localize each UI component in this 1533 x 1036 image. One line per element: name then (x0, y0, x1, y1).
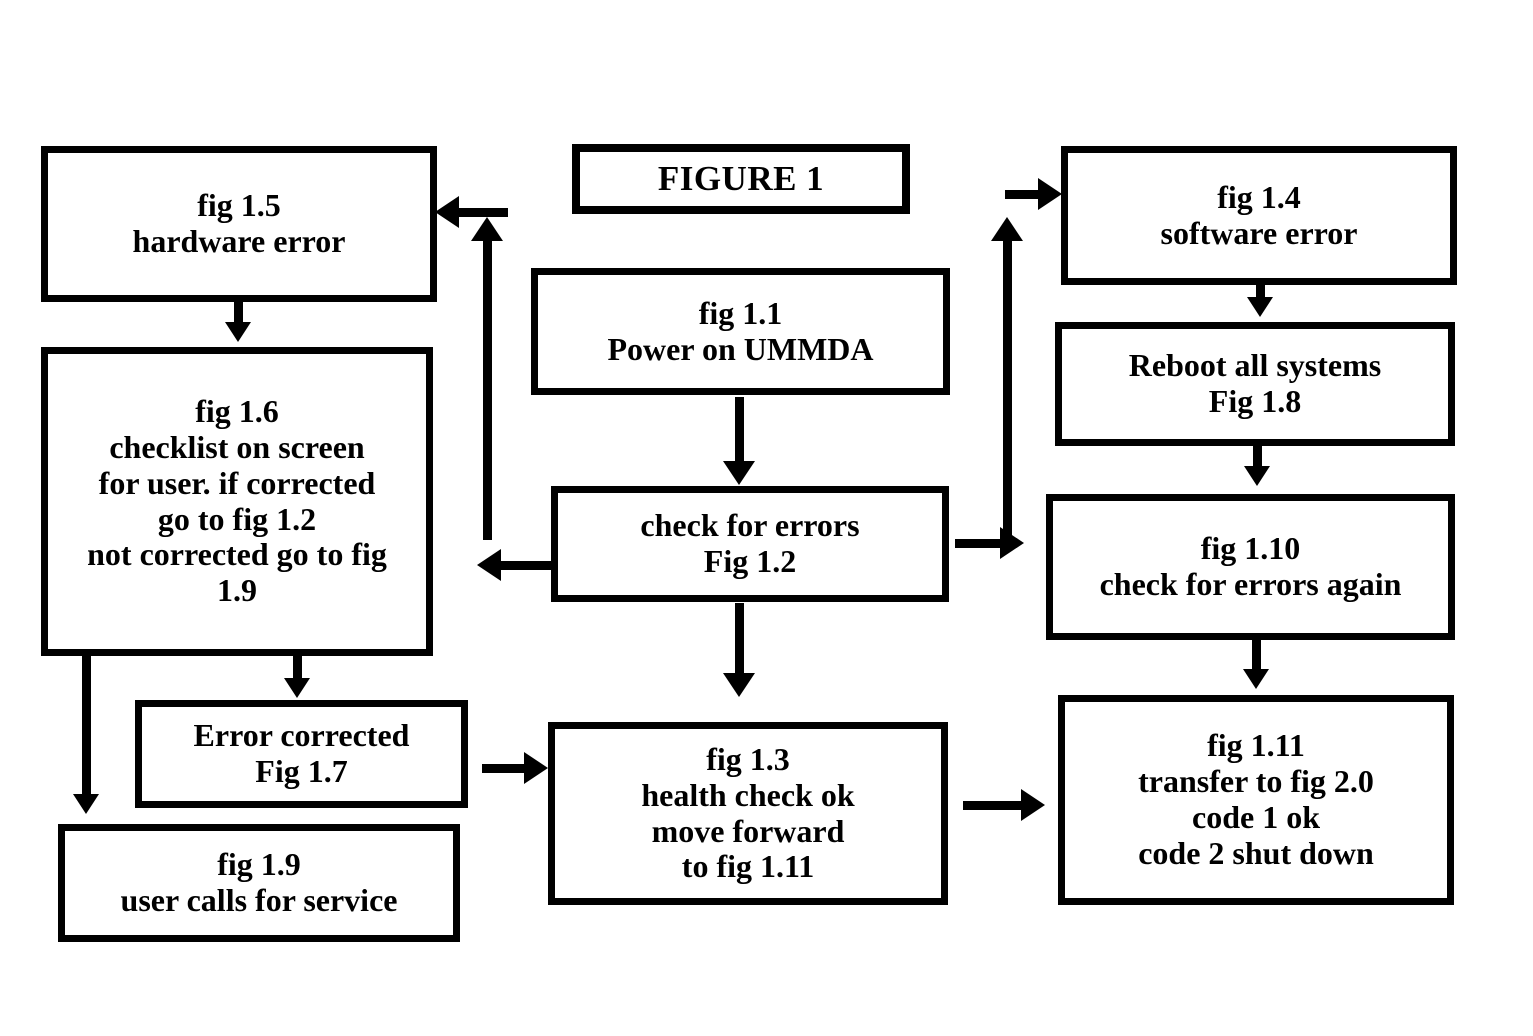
arrow-down-icon (1247, 297, 1273, 317)
connector-line (1253, 446, 1262, 470)
arrow-right-icon (1038, 178, 1062, 210)
node-fig-1-10-text: fig 1.10 check for errors again (1099, 530, 1402, 602)
node-fig-1-7[interactable]: Error corrected Fig 1.7 (135, 700, 468, 808)
node-fig-1-1-text: fig 1.1 Power on UMMDA (607, 294, 874, 367)
connector-line (234, 302, 243, 326)
connector-line (735, 397, 744, 463)
node-fig-1-4[interactable]: fig 1.4 software error (1061, 146, 1457, 285)
node-fig-1-6[interactable]: fig 1.6 checklist on screen for user. if… (41, 347, 433, 656)
node-fig-1-7-text: Error corrected Fig 1.7 (193, 717, 410, 789)
arrow-right-icon (524, 752, 548, 784)
node-fig-1-9[interactable]: fig 1.9 user calls for service (58, 824, 460, 942)
connector-line (1252, 640, 1261, 672)
node-fig-1-5-text: fig 1.5 hardware error (132, 187, 346, 259)
node-fig-1-3[interactable]: fig 1.3 health check ok move forward to … (548, 722, 948, 905)
node-fig-1-8[interactable]: Reboot all systems Fig 1.8 (1055, 322, 1455, 446)
arrow-left-icon (477, 549, 501, 581)
arrow-down-icon (723, 461, 755, 485)
connector-line (963, 801, 1025, 810)
arrow-left-icon (435, 196, 459, 228)
figure-title-text: FIGURE 1 (657, 159, 825, 199)
arrow-down-icon (284, 678, 310, 698)
connector-line-horizontal-in (955, 539, 1003, 548)
arrow-up-icon (471, 217, 503, 241)
arrow-up-icon (991, 217, 1023, 241)
connector-line (82, 656, 91, 798)
node-fig-1-4-text: fig 1.4 software error (1160, 178, 1358, 251)
arrow-down-icon (1244, 466, 1270, 486)
node-fig-1-2-text: check for errors Fig 1.2 (640, 507, 860, 579)
arrow-down-icon (225, 322, 251, 342)
arrow-right-icon (1021, 789, 1045, 821)
connector-line (1256, 285, 1265, 301)
node-fig-1-5[interactable]: fig 1.5 hardware error (41, 146, 437, 302)
connector-line (293, 656, 302, 682)
connector-line-horizontal (456, 208, 508, 217)
node-fig-1-10[interactable]: fig 1.10 check for errors again (1046, 494, 1455, 640)
node-fig-1-1[interactable]: fig 1.1 Power on UMMDA (531, 268, 950, 395)
node-fig-1-11-text: fig 1.11 transfer to fig 2.0 code 1 ok c… (1138, 727, 1374, 871)
connector-line (498, 561, 552, 570)
node-fig-1-9-text: fig 1.9 user calls for service (120, 846, 398, 918)
node-fig-1-6-text: fig 1.6 checklist on screen for user. if… (87, 393, 387, 609)
connector-line (735, 603, 744, 675)
node-fig-1-8-text: Reboot all systems Fig 1.8 (1128, 347, 1382, 419)
connector-line (482, 764, 528, 773)
node-fig-1-3-text: fig 1.3 health check ok move forward to … (641, 740, 855, 885)
arrow-down-icon (1243, 669, 1269, 689)
node-fig-1-2[interactable]: check for errors Fig 1.2 (551, 486, 949, 602)
arrow-down-icon (723, 673, 755, 697)
figure-title-box: FIGURE 1 (572, 144, 910, 214)
connector-line-horizontal-out (1005, 190, 1041, 199)
connector-line-vertical (483, 240, 492, 540)
node-fig-1-11[interactable]: fig 1.11 transfer to fig 2.0 code 1 ok c… (1058, 695, 1454, 905)
connector-line-vertical (1003, 240, 1012, 540)
arrow-down-icon (73, 794, 99, 814)
